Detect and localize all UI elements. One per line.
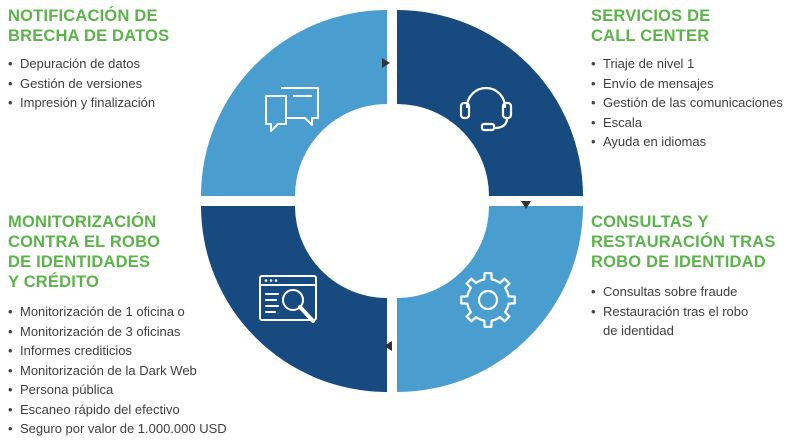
segment-bottom-left <box>201 206 387 392</box>
list-item: Monitorización de 3 oficinas <box>8 322 258 342</box>
item-list: Triaje de nivel 1 Envío de mensajes Gest… <box>591 54 796 152</box>
arrow-left-icon <box>384 341 392 351</box>
item-list: Consultas sobre fraude Restauración tras… <box>591 282 796 341</box>
list-item: Envío de mensajes <box>591 74 796 94</box>
headset-icon <box>459 86 513 132</box>
chat-bubbles-icon <box>265 87 319 132</box>
list-item: Triaje de nivel 1 <box>591 54 796 74</box>
panel-call-center: SERVICIOS DE CALL CENTER Triaje de nivel… <box>591 6 796 152</box>
item-list: Depuración de datos Gestión de versiones… <box>8 54 198 113</box>
list-item: Depuración de datos <box>8 54 198 74</box>
list-item: Impresión y finalización <box>8 93 198 113</box>
panel-data-breach: NOTIFICACIÓN DE BRECHA DE DATOS Depuraci… <box>8 6 198 113</box>
segment-top-right <box>397 10 583 196</box>
list-item: Monitorización de 1 oficina o <box>8 302 258 322</box>
gear-icon <box>460 272 516 328</box>
panel-title: MONITORIZACIÓN CONTRA EL ROBO DE IDENTID… <box>8 213 161 291</box>
panel-identity-restoration: CONSULTAS Y RESTAURACIÓN TRAS ROBO DE ID… <box>591 212 796 341</box>
browser-search-icon <box>259 275 317 323</box>
arrow-down-icon <box>521 201 531 209</box>
panel-title: SERVICIOS DE CALL CENTER <box>591 7 711 45</box>
list-item: Ayuda en idiomas <box>591 132 796 152</box>
list-item: Escala <box>591 113 796 133</box>
list-item: Gestión de versiones <box>8 74 198 94</box>
list-item: Informes crediticios <box>8 341 258 361</box>
arrow-right-icon <box>382 58 390 68</box>
list-item: Persona pública <box>8 380 258 400</box>
list-item: Escaneo rápido del efectivo <box>8 400 258 420</box>
list-item: Monitorización de la Dark Web <box>8 361 258 381</box>
panel-identity-monitoring: MONITORIZACIÓN CONTRA EL ROBO DE IDENTID… <box>8 212 258 439</box>
segment-bottom-right <box>397 206 583 392</box>
list-item: Consultas sobre fraude <box>591 282 796 302</box>
panel-title: CONSULTAS Y RESTAURACIÓN TRAS ROBO DE ID… <box>591 213 776 271</box>
list-item: Gestión de las comunicaciones <box>591 93 796 113</box>
list-item: Seguro por valor de 1.000.000 USD <box>8 419 258 439</box>
segment-top-left <box>201 10 387 196</box>
panel-title: NOTIFICACIÓN DE BRECHA DE DATOS <box>8 7 170 45</box>
item-list: Monitorización de 1 oficina o Monitoriza… <box>8 302 258 439</box>
list-item: Restauración tras el robo de identidad <box>591 302 753 341</box>
